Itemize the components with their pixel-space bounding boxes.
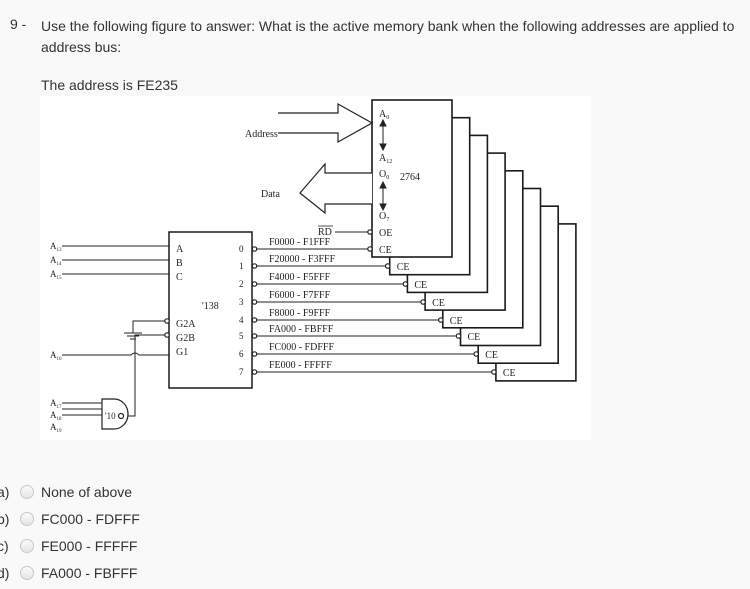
chip-ce-label-2: CE	[414, 280, 427, 291]
address-range-1: F20000 - F3FFF	[269, 254, 336, 265]
chip-ce-label-5: CE	[468, 332, 481, 343]
decoder-output-7: 7	[239, 367, 244, 377]
nand-part-number: '10	[105, 411, 116, 421]
address-range-3: F6000 - F7FFF	[269, 290, 331, 301]
option-label[interactable]: FC000 - FDFFF	[41, 511, 140, 527]
pin-range-arrows	[379, 118, 387, 212]
decoder-output-2: 2	[239, 279, 244, 289]
chip-ce-label-4: CE	[450, 316, 463, 327]
ce-bubble-4	[437, 317, 444, 323]
pin-a12: A12	[379, 153, 392, 165]
chip-ce-label-0: CE	[379, 245, 392, 256]
a16-label: A16	[50, 350, 62, 362]
address-range-4: F8000 - F9FFF	[269, 308, 331, 319]
a15-label: A15	[50, 269, 62, 281]
option-label[interactable]: None of above	[41, 484, 133, 500]
chip-ce-label-1: CE	[397, 262, 410, 273]
address-range-7: FE000 - FFFFF	[269, 360, 332, 371]
ce-bubble-6	[473, 351, 480, 357]
address-range-2: F4000 - F5FFF	[269, 272, 331, 283]
rd-signal-label: RD	[318, 227, 332, 238]
address-bus-arrow	[278, 102, 374, 144]
option-b-radio[interactable]	[20, 512, 34, 526]
option-c-radio[interactable]	[20, 539, 34, 553]
data-bus-label: Data	[261, 189, 280, 200]
decoder-enable-g1: G1	[176, 347, 188, 358]
option-letter: b)	[0, 511, 10, 527]
chip-ce-label-7: CE	[503, 368, 516, 379]
oe-inversion-bubble	[367, 229, 373, 235]
decoder-input-a: A	[176, 244, 184, 255]
ce-bubble-7	[491, 369, 497, 375]
a13-label: A13	[50, 241, 62, 253]
address-range-6: FC000 - FDFFF	[269, 342, 334, 353]
decoder-output-3: 3	[239, 297, 244, 307]
question-text: Use the following figure to answer: What…	[41, 18, 735, 55]
circuit-diagram: Address Data A0 A12 O0 2764 O7 OE RD A	[50, 99, 577, 434]
address-bus-label: Address	[245, 129, 278, 140]
pin-o7: O7	[379, 211, 389, 223]
ce-bubble-5	[455, 333, 462, 339]
data-bus-arrow	[299, 162, 372, 215]
ce-bubble-0	[367, 246, 373, 252]
chip-ce-label-6: CE	[485, 350, 498, 361]
decoder-input-c: C	[176, 272, 183, 283]
decoder-output-5: 5	[239, 331, 244, 341]
option-a-radio[interactable]	[20, 485, 34, 499]
ce-bubble-3	[420, 299, 426, 305]
option-letter: c)	[0, 538, 9, 554]
ce-bubble-1	[384, 263, 391, 269]
memory-decoder-figure: Address Data A0 A12 O0 2764 O7 OE RD A	[40, 96, 591, 440]
a14-label: A14	[50, 255, 62, 267]
option-letter: a)	[0, 484, 10, 500]
decoder-138	[168, 231, 253, 389]
decoder-enable-g2b: G2B	[176, 333, 195, 344]
decoder-output-1: 1	[239, 261, 244, 271]
decoder-output-0: 0	[239, 244, 244, 254]
decoder-output-6: 6	[239, 349, 244, 359]
pin-a0: A0	[379, 109, 389, 121]
nand-gate	[101, 398, 129, 430]
ce-bubble-2	[402, 281, 409, 287]
decoder-part-number: '138	[202, 301, 219, 312]
decoder-input-b: B	[176, 258, 183, 269]
chip-ce-label-3: CE	[432, 298, 445, 309]
pin-o0: O0	[379, 169, 389, 181]
option-d-radio[interactable]	[20, 566, 34, 580]
address-range-5: FA000 - FBFFF	[269, 324, 334, 335]
option-label[interactable]: FE000 - FFFFF	[41, 538, 138, 554]
a17-label: A17	[50, 398, 62, 410]
address-statement: The address is FE235	[41, 77, 178, 93]
address-range-0: F0000 - F1FFF	[269, 237, 331, 248]
option-letter: d)	[0, 565, 10, 581]
decoder-output-4: 4	[239, 315, 244, 325]
pin-oe: OE	[379, 228, 392, 239]
a18-label: A18	[50, 410, 62, 422]
option-label[interactable]: FA000 - FBFFF	[41, 565, 138, 581]
question-number: 9 -	[10, 16, 27, 32]
chip-part-number: 2764	[400, 172, 420, 183]
a19-label: A19	[50, 422, 62, 434]
decoder-enable-g2a: G2A	[176, 319, 196, 330]
